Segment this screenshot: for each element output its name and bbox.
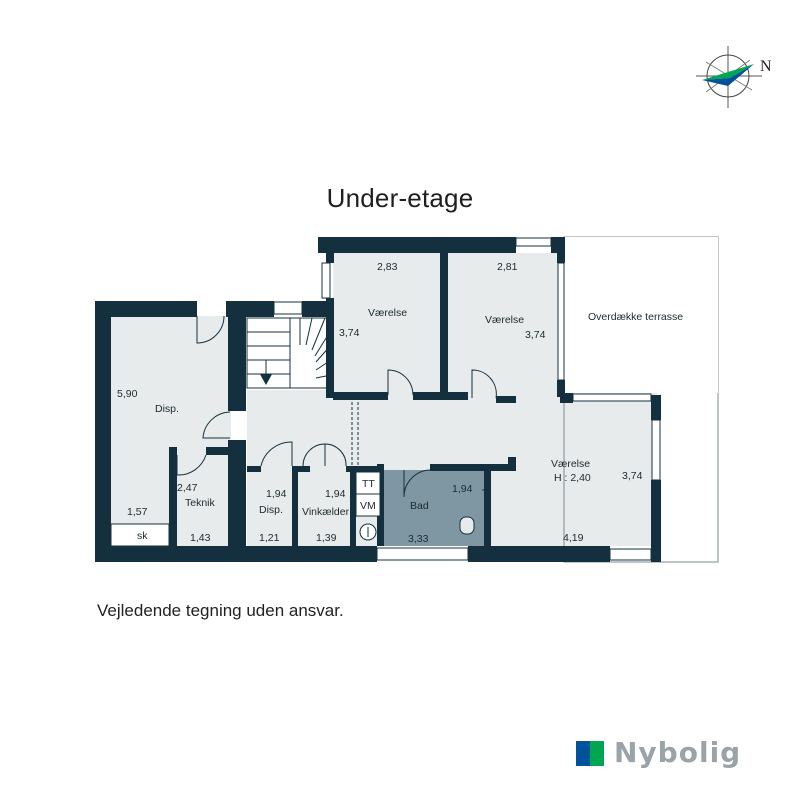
room-name: Værelse: [551, 458, 590, 470]
room-dim: 1,94: [266, 488, 287, 500]
staircase: [246, 317, 332, 389]
compass-rose-icon: N: [696, 46, 772, 108]
bathroom-fill: [380, 470, 487, 546]
room-dim: 3,74: [339, 327, 360, 339]
floor-title: Under-etage: [326, 183, 474, 213]
room-dim: 2,81: [497, 261, 518, 273]
brand-name: Nybolig: [614, 736, 742, 769]
nybolig-logo-icon: [576, 740, 604, 766]
room-labels: 2,83 Værelse 3,74 2,81 Værelse 3,74 Over…: [117, 261, 683, 545]
room-name: Vinkælder: [302, 506, 350, 518]
room-name: Værelse: [368, 307, 407, 319]
room-dim: 2,47: [177, 482, 198, 494]
room-dim: 3,33: [408, 533, 429, 545]
fixtures: [110, 471, 475, 547]
room-name: Teknik: [185, 497, 216, 509]
room-name: Disp.: [259, 504, 283, 516]
room-dim: 1,94: [452, 483, 473, 495]
vm-box: [355, 493, 381, 517]
sk-label: sk: [137, 530, 148, 542]
room-name: Disp.: [155, 403, 179, 415]
brand-logo: Nybolig: [576, 739, 741, 767]
room-dim: 4,19: [563, 532, 584, 544]
room-dim: 3,74: [525, 329, 546, 341]
room-dim: 1,21: [259, 532, 280, 544]
room-dim: 1,43: [190, 532, 211, 544]
room-dim: 2,83: [377, 261, 398, 273]
disclaimer: Vejledende tegning uden ansvar.: [97, 601, 344, 620]
vm-label: VM: [360, 500, 376, 512]
room-dim: 1,57: [127, 506, 148, 518]
room-name: Bad: [410, 500, 429, 512]
north-label: N: [760, 58, 772, 75]
toilet-icon: [459, 516, 475, 535]
doors: [176, 315, 497, 498]
room-dim: 3,74: [622, 470, 643, 482]
room-height: H : 2,40: [554, 472, 591, 484]
room-dim: 1,39: [316, 532, 337, 544]
walls: [95, 237, 661, 562]
tt-label: TT: [362, 478, 375, 490]
room-dim: 5,90: [117, 388, 138, 400]
room-dim: 1,94: [325, 488, 346, 500]
room-name: Værelse: [485, 314, 524, 326]
room-name: Overdække terrasse: [588, 311, 683, 323]
windows: [273, 237, 661, 561]
